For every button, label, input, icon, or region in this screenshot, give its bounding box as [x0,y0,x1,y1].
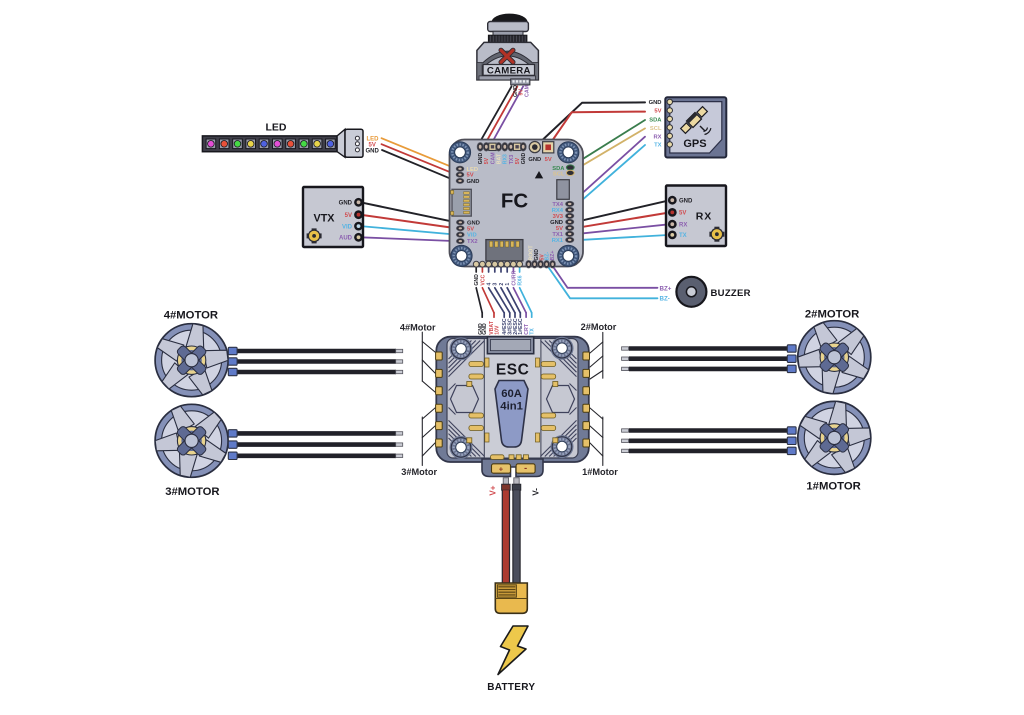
svg-text:VBAT: VBAT [489,320,495,335]
svg-text:TX3: TX3 [509,155,515,165]
svg-text:SDA: SDA [649,117,662,123]
svg-text:CAM: CAM [524,84,530,97]
svg-text:V-: V- [531,488,540,496]
svg-text:CAMERA: CAMERA [487,65,531,76]
svg-text:GND: GND [366,148,380,154]
svg-text:BZ+: BZ+ [660,286,672,293]
svg-text:CRT: CRT [524,323,530,334]
svg-text:AUD: AUD [339,236,353,242]
svg-text:V+: V+ [488,485,497,495]
svg-text:5V: 5V [519,89,525,96]
svg-text:3#ESC: 3#ESC [508,318,514,335]
svg-text:GND: GND [467,179,480,185]
svg-text:2: 2 [499,283,505,286]
svg-text:1#ESC: 1#ESC [518,318,524,335]
svg-text:1#MOTOR: 1#MOTOR [806,481,860,493]
svg-text:5V: 5V [679,211,686,217]
svg-text:SCL: SCL [553,171,565,177]
svg-text:TX4: TX4 [552,202,563,208]
svg-text:3#MOTOR: 3#MOTOR [165,486,219,498]
svg-text:RX4: RX4 [552,208,564,214]
svg-text:TX: TX [679,233,687,239]
svg-text:GND: GND [474,274,480,286]
svg-text:GND: GND [528,157,541,163]
svg-text:GND: GND [478,323,484,335]
svg-text:5V: 5V [467,173,474,179]
svg-text:TX: TX [654,142,662,148]
svg-text:RX3: RX3 [503,154,509,164]
svg-text:5V: 5V [654,108,661,114]
svg-text:4#ESC: 4#ESC [502,318,508,335]
svg-text:5V: 5V [467,226,474,232]
svg-text:SCL: SCL [650,126,662,132]
svg-text:FC: FC [501,189,529,212]
svg-text:VID: VID [467,233,477,239]
svg-text:SDA: SDA [552,166,565,172]
svg-text:5V: 5V [539,254,545,261]
svg-text:+: + [499,464,504,473]
svg-text:BZ+: BZ+ [550,251,556,261]
svg-text:GND: GND [482,323,488,335]
svg-text:CURR: CURR [511,270,517,285]
svg-text:5V: 5V [484,157,490,164]
svg-text:1: 1 [505,283,511,286]
svg-text:GND: GND [679,198,693,204]
svg-text:5V: 5V [369,142,376,148]
svg-text:BZ-: BZ- [545,252,551,261]
svg-text:BZ-: BZ- [660,296,670,303]
svg-text:60A: 60A [501,388,522,400]
svg-text:4#MOTOR: 4#MOTOR [164,309,218,321]
svg-text:RX: RX [696,211,713,223]
svg-text:VTX: VTX [314,213,336,225]
svg-text:10V: 10V [495,325,501,335]
svg-text:GND: GND [478,153,484,165]
svg-text:GND: GND [513,85,519,97]
svg-text:2#MOTOR: 2#MOTOR [805,308,859,320]
svg-text:GND: GND [649,100,662,106]
svg-text:LED: LED [266,122,287,134]
svg-text:GND: GND [339,201,353,207]
svg-text:BUZZER: BUZZER [711,288,751,299]
svg-text:RX: RX [679,222,687,228]
svg-text:ESC: ESC [496,362,529,379]
svg-text:GPS: GPS [683,138,706,150]
svg-text:5V: 5V [545,157,552,163]
svg-text:3#Motor: 3#Motor [401,467,437,477]
svg-text:BOOT: BOOT [529,245,535,261]
svg-text:RX1: RX1 [552,238,564,244]
svg-text:-: - [524,463,527,473]
svg-text:4: 4 [487,283,493,286]
svg-text:LED: LED [467,167,479,173]
svg-text:5V: 5V [556,226,563,232]
svg-text:3: 3 [493,283,499,286]
svg-text:TX1: TX1 [552,232,563,238]
svg-text:BATTERY: BATTERY [487,682,535,693]
svg-text:4#Motor: 4#Motor [400,322,436,332]
svg-text:5V: 5V [515,157,521,164]
svg-text:TX: TX [530,328,536,335]
svg-text:3V3: 3V3 [553,214,564,220]
svg-text:CAM: CAM [490,152,496,164]
svg-text:5V: 5V [345,213,352,219]
svg-text:GND: GND [534,249,540,261]
svg-text:RX6: RX6 [518,275,524,285]
svg-text:2#Motor: 2#Motor [581,322,617,332]
svg-text:GND: GND [550,220,563,226]
svg-text:GND: GND [467,220,480,226]
svg-text:TX2: TX2 [467,239,478,245]
svg-text:4in1: 4in1 [500,401,523,413]
svg-text:2#ESC: 2#ESC [513,318,519,335]
svg-text:BAT: BAT [497,153,503,164]
svg-text:LED: LED [367,137,380,143]
svg-text:1#Motor: 1#Motor [582,467,618,477]
svg-text:RX: RX [653,134,661,140]
svg-text:GND: GND [521,153,527,165]
svg-text:VCC: VCC [480,274,486,285]
svg-text:VID: VID [342,224,353,230]
